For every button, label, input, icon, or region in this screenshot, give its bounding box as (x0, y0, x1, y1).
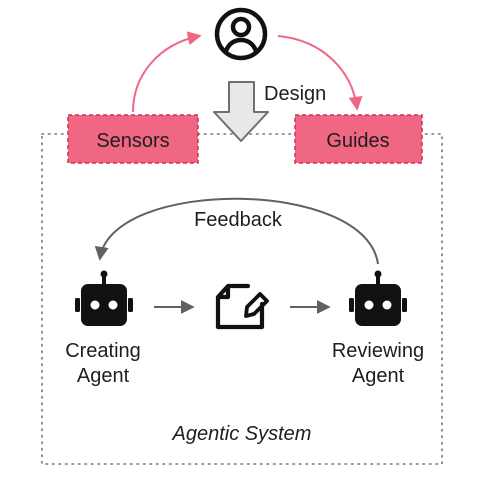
creating-agent-robot-icon (75, 270, 133, 326)
down-arrow-icon (213, 81, 269, 142)
sensors-to-user-arrow (132, 31, 202, 113)
creating-agent-label-line1: Creating (65, 340, 141, 362)
reviewing-agent-label-line2: Agent (352, 365, 405, 387)
design-label: Design (264, 83, 326, 105)
guides-box: Guides (294, 114, 423, 164)
feedback-label: Feedback (194, 209, 283, 231)
user-circle-icon (214, 7, 268, 61)
edit-document-icon (215, 283, 269, 330)
reviewing-agent-robot-icon (349, 270, 407, 326)
reviewing-agent-label-line1: Reviewing (332, 340, 424, 362)
feedback-arrow (94, 197, 379, 265)
agentic-system-label: Agentic System (172, 423, 312, 445)
guides-label: Guides (326, 130, 389, 152)
sensors-box: Sensors (67, 114, 199, 164)
creating-agent-label-line2: Agent (77, 365, 130, 387)
agentic-system-boundary (41, 133, 443, 465)
user-to-guides-arrow (277, 35, 363, 111)
sensors-label: Sensors (96, 130, 169, 152)
